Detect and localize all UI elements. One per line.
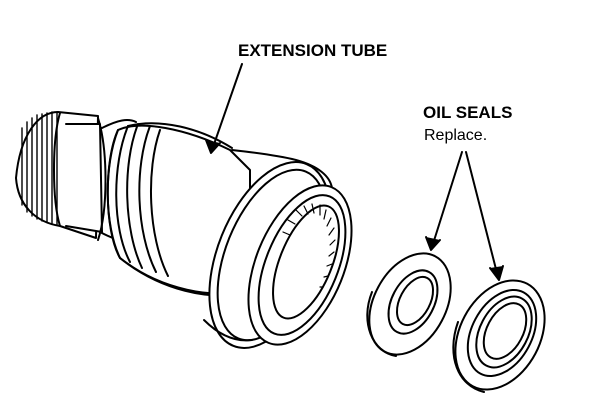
oil-seals-leader-1 <box>425 151 463 251</box>
internal-splines <box>282 203 336 288</box>
oil-seal-2 <box>452 279 546 393</box>
replace-label: Replace. <box>424 127 487 144</box>
oil-seal-1 <box>366 252 452 357</box>
extension-tube-label: EXTENSION TUBE <box>238 41 387 60</box>
shaft-neck <box>65 117 141 244</box>
extension-tube-body <box>106 122 251 297</box>
oil-seals-label: OIL SEALS <box>423 103 512 122</box>
oil-seals-leader-2 <box>465 151 504 281</box>
extension-tube-open-end <box>247 184 353 346</box>
extension-tube-leader <box>205 63 243 154</box>
